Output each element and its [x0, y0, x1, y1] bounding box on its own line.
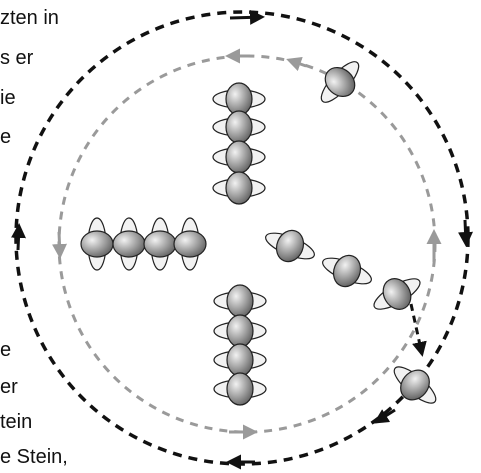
text-fragment-3: ie: [0, 87, 16, 109]
text-fragment-5: e: [0, 339, 12, 361]
molecule-icon: [212, 171, 266, 205]
molecule-icon: [316, 245, 378, 297]
dashed-arrow-icon: [409, 303, 427, 357]
molecule-icon: [173, 217, 207, 271]
molecule-icon: [213, 314, 267, 348]
molecule-icon: [80, 217, 114, 271]
dashed-arrow-icon: [52, 231, 67, 259]
molecule-icon: [212, 110, 266, 144]
molecule-icon: [213, 284, 267, 318]
molecule-icon: [112, 217, 146, 271]
text-fragment-2: s er: [0, 47, 34, 69]
text-fragment-7: tein: [0, 411, 33, 433]
dashed-arrow-icon: [229, 9, 265, 25]
text-fragment-1: zten in: [0, 7, 59, 29]
molecule-icon: [213, 372, 267, 406]
molecule-icon: [310, 51, 370, 113]
molecule-icon: [143, 217, 177, 271]
molecule-icon: [212, 82, 266, 116]
molecule-icon: [365, 266, 429, 322]
molecule-icon: [212, 140, 266, 174]
molecule-icon: [213, 343, 267, 377]
dashed-arrow-icon: [373, 408, 396, 424]
text-fragment-8: e Stein,: [0, 446, 68, 468]
dashed-arrow-icon: [458, 219, 473, 247]
dashed-arrow-icon: [286, 56, 307, 72]
text-fragment-6: er: [0, 376, 18, 398]
dashed-arrow-icon: [11, 223, 26, 251]
molecule-icon: [259, 220, 321, 272]
text-fragment-4: e: [0, 126, 12, 148]
molecule-icon: [384, 355, 446, 415]
